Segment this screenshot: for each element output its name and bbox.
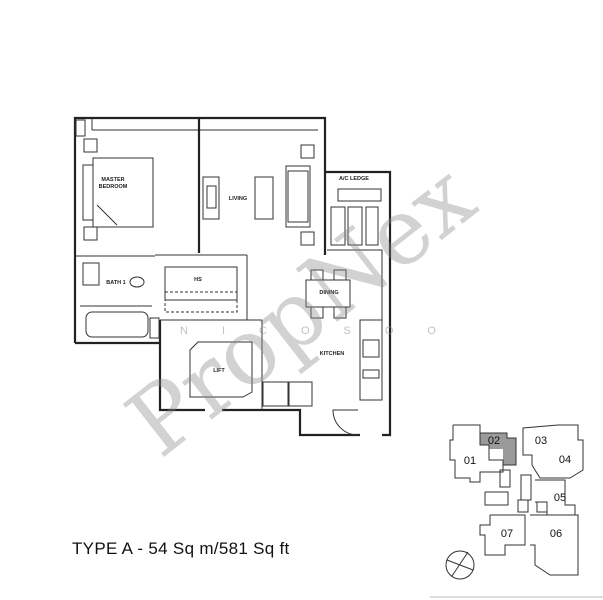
key-plan-unit-07: 07 bbox=[501, 528, 513, 540]
north-compass-icon bbox=[445, 550, 475, 580]
unit-type-title: TYPE A - 54 Sq m/581 Sq ft bbox=[72, 539, 290, 558]
key-plan-unit-05: 05 bbox=[554, 492, 566, 504]
walls bbox=[73, 116, 392, 437]
key-plan-unit-02: 02 bbox=[488, 435, 500, 447]
room-label-living: LIVING bbox=[229, 196, 247, 202]
key-plan-unit-03: 03 bbox=[535, 435, 547, 447]
key-plan-unit-06: 06 bbox=[550, 528, 562, 540]
room-label-bath: BATH 1 bbox=[106, 280, 125, 286]
key-plan-unit-04: 04 bbox=[559, 454, 571, 466]
watermark-sub: NICOSOO bbox=[180, 325, 470, 337]
key-plan: 01 02 03 04 05 06 07 bbox=[445, 424, 584, 580]
room-label-hs: HS bbox=[194, 277, 202, 283]
furniture bbox=[75, 119, 383, 436]
room-label-master-1: MASTER bbox=[101, 177, 124, 183]
key-plan-unit-01: 01 bbox=[464, 455, 476, 467]
room-label-ac-ledge: A/C LEDGE bbox=[339, 176, 369, 182]
room-label-lift: LIFT bbox=[213, 368, 225, 374]
room-label-master-2: BEDROOM bbox=[99, 184, 128, 190]
room-label-kitchen: KITCHEN bbox=[320, 351, 344, 357]
room-label-dining: DINING bbox=[319, 290, 338, 296]
